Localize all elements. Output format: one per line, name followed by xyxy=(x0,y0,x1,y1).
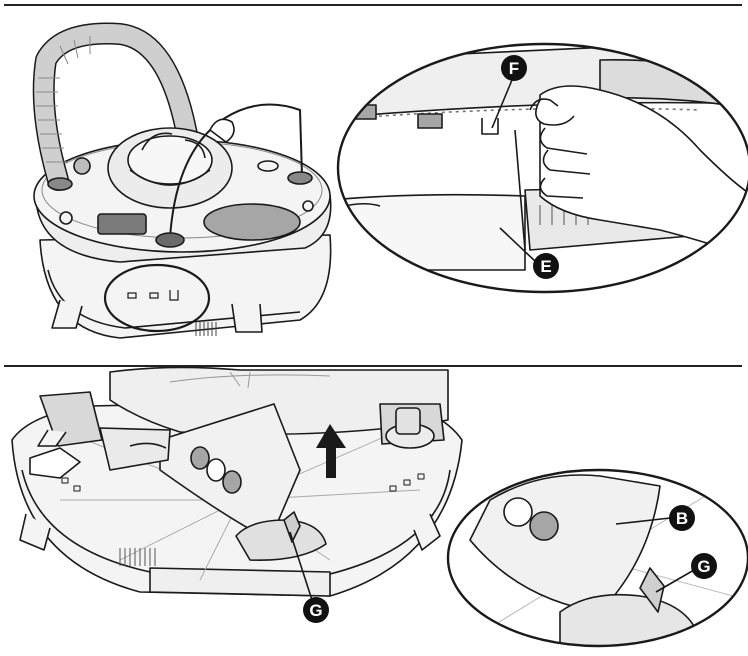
leader-line-g-main xyxy=(289,531,313,601)
callout-g-detail-label: G xyxy=(697,557,710,576)
base-spring-bottom xyxy=(119,548,156,566)
callout-f-label: F xyxy=(509,59,519,78)
left-pad xyxy=(97,213,147,235)
highlight-slots xyxy=(127,290,179,301)
detail-highlight-circle xyxy=(103,263,211,333)
callout-b-label: B xyxy=(676,509,688,528)
coil-rings xyxy=(36,36,91,163)
leader-line-b xyxy=(615,517,671,525)
callout-g-detail: G xyxy=(691,553,717,579)
leader-line-f xyxy=(491,79,513,129)
base-underside-illustration xyxy=(11,366,463,597)
activity-center-illustration xyxy=(32,22,332,339)
hand-illustration xyxy=(529,85,748,261)
callout-b: B xyxy=(669,505,695,531)
top-detail-view xyxy=(336,42,748,294)
callout-e: E xyxy=(533,253,559,279)
right-pad xyxy=(203,203,301,241)
leader-line-e xyxy=(499,227,537,263)
callout-f: F xyxy=(501,55,527,81)
callout-g-main: G xyxy=(303,597,329,623)
callout-e-label: E xyxy=(540,257,551,276)
up-arrow-icon xyxy=(316,424,346,478)
leader-line-g-detail xyxy=(655,569,695,593)
base-spring xyxy=(195,322,217,336)
callout-g-main-label: G xyxy=(309,601,322,620)
